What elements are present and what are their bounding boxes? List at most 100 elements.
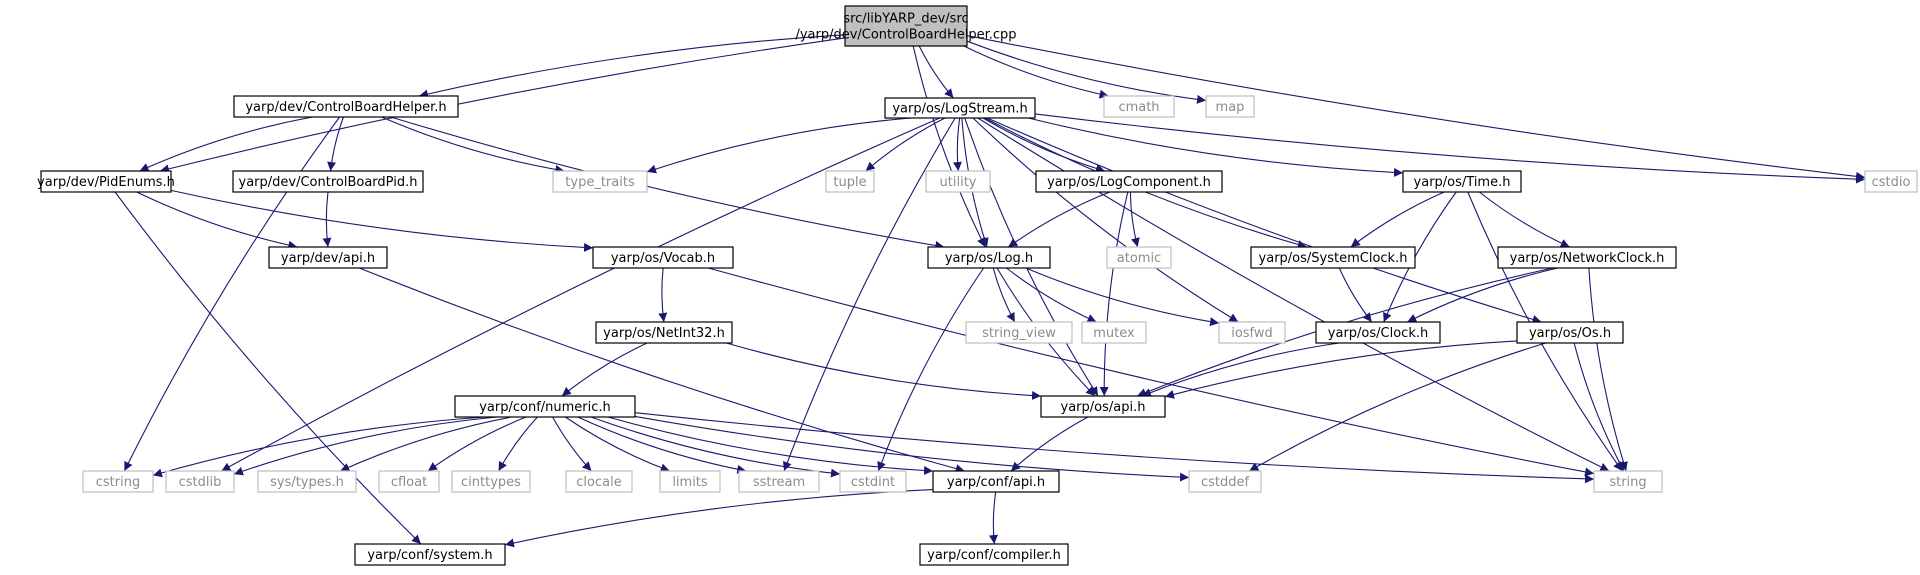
node-box: [1250, 246, 1416, 269]
node-mutex[interactable]: mutex: [1081, 321, 1147, 344]
node-utility[interactable]: utility: [925, 170, 991, 193]
node-devapi[interactable]: yarp/dev/api.h: [268, 246, 388, 269]
edge-confapi-to-confsystem: [504, 489, 934, 548]
node-label: iosfwd: [1231, 326, 1273, 341]
node-label: tuple: [833, 175, 866, 190]
edge-clock-to-osapi: [1141, 342, 1340, 397]
node-confsystem[interactable]: yarp/conf/system.h: [354, 543, 506, 566]
node-tuple[interactable]: tuple: [825, 170, 875, 193]
node-box: [1205, 95, 1255, 118]
edge-osos-to-cstddef: [1249, 342, 1546, 472]
edge-root-to-pidenums: [159, 37, 846, 174]
node-label: cstdlib: [179, 475, 222, 490]
node-iosfwd[interactable]: iosfwd: [1218, 321, 1286, 344]
node-clocale[interactable]: clocale: [565, 470, 633, 493]
node-cinttypes[interactable]: cinttypes: [451, 470, 531, 493]
node-box: [1106, 246, 1172, 269]
edge-confapi-to-confcompiler: [988, 491, 998, 545]
node-box: [257, 470, 357, 493]
edge-time-to-netclock: [1478, 191, 1570, 248]
node-confapi[interactable]: yarp/conf/api.h: [932, 470, 1060, 493]
node-root[interactable]: src/libYARP_dev/src/yarp/dev/ControlBoar…: [795, 5, 1017, 47]
node-typetraits[interactable]: type_traits: [552, 170, 648, 193]
node-box: [1315, 321, 1441, 344]
node-box: [1103, 95, 1175, 118]
edge-vocab-to-netint32: [658, 267, 668, 323]
node-cstdio[interactable]: cstdio: [1864, 170, 1918, 193]
node-cfloat[interactable]: cfloat: [378, 470, 440, 493]
node-box: [165, 470, 235, 493]
node-cbpid[interactable]: yarp/dev/ControlBoardPid.h: [232, 170, 424, 193]
node-string[interactable]: string: [1593, 470, 1663, 493]
node-cmath[interactable]: cmath: [1103, 95, 1175, 118]
node-osos[interactable]: yarp/os/Os.h: [1516, 321, 1624, 344]
node-cstddef[interactable]: cstddef: [1188, 470, 1262, 493]
node-label: type_traits: [565, 175, 635, 190]
node-cbhelper[interactable]: yarp/dev/ControlBoardHelper.h: [233, 95, 459, 118]
edge-numeric-to-cstring: [152, 416, 486, 478]
node-stringview[interactable]: string_view: [965, 321, 1073, 344]
node-logstream[interactable]: yarp/os/LogStream.h: [884, 97, 1036, 119]
node-confcompiler[interactable]: yarp/conf/compiler.h: [919, 543, 1069, 566]
node-sstream[interactable]: sstream: [738, 470, 820, 493]
edge-numeric-to-systypes: [340, 416, 512, 472]
node-label: yarp/conf/system.h: [367, 548, 492, 563]
edge-logstream-to-logcomponent: [982, 117, 1106, 173]
node-map[interactable]: map: [1205, 95, 1255, 118]
node-label: sstream: [753, 475, 805, 490]
node-numeric[interactable]: yarp/conf/numeric.h: [454, 395, 636, 418]
edge-cbhelper-to-cbpid: [327, 116, 345, 172]
node-box: [965, 321, 1073, 344]
node-box: [927, 246, 1051, 269]
node-label: yarp/conf/api.h: [947, 475, 1045, 490]
node-label: yarp/os/Log.h: [945, 251, 1033, 266]
node-osapi[interactable]: yarp/os/api.h: [1040, 395, 1166, 418]
node-label: yarp/os/LogStream.h: [892, 102, 1027, 117]
node-cstdint[interactable]: cstdint: [839, 470, 907, 493]
node-label: yarp/os/Clock.h: [1328, 326, 1428, 341]
edge-root-to-cbhelper: [418, 34, 846, 99]
edge-root-to-log: [912, 45, 986, 248]
node-box: [592, 246, 734, 269]
edge-numeric-to-cstdint: [590, 416, 841, 478]
node-limits[interactable]: limits: [659, 470, 721, 493]
edge-numeric-to-confapi: [607, 416, 934, 475]
node-sysclock[interactable]: yarp/os/SystemClock.h: [1250, 246, 1416, 269]
edge-log-to-iosfwd: [1025, 267, 1220, 327]
node-label: yarp/os/api.h: [1061, 400, 1146, 415]
node-cstring[interactable]: cstring: [82, 470, 154, 493]
node-box: [1593, 470, 1663, 493]
node-label: yarp/dev/ControlBoardHelper.h: [245, 100, 446, 115]
node-netint32[interactable]: yarp/os/NetInt32.h: [595, 321, 733, 344]
node-box: [451, 470, 531, 493]
edge-logstream-to-time: [1028, 117, 1404, 177]
node-cstdlib[interactable]: cstdlib: [165, 470, 235, 493]
node-netclock[interactable]: yarp/os/NetworkClock.h: [1497, 246, 1677, 269]
node-clock[interactable]: yarp/os/Clock.h: [1315, 321, 1441, 344]
node-atomic[interactable]: atomic: [1106, 246, 1172, 269]
node-log[interactable]: yarp/os/Log.h: [927, 246, 1051, 269]
node-time[interactable]: yarp/os/Time.h: [1402, 170, 1522, 193]
edge-time-to-sysclock: [1350, 191, 1445, 248]
edge-cbhelper-to-log: [390, 116, 945, 250]
node-box: [1040, 395, 1166, 418]
node-box: [82, 470, 154, 493]
edge-log-to-stringview: [992, 267, 1016, 323]
node-label: limits: [672, 475, 708, 490]
edge-logstream-to-osos: [986, 117, 1542, 324]
edge-numeric-to-cstddef: [634, 415, 1190, 482]
node-label: yarp/os/NetworkClock.h: [1510, 251, 1665, 266]
node-label: cstring: [96, 475, 140, 490]
node-logcomponent[interactable]: yarp/os/LogComponent.h: [1035, 170, 1223, 193]
node-pidenums[interactable]: yarp/dev/PidEnums.h: [37, 170, 175, 193]
node-label: cstdio: [1872, 175, 1911, 190]
node-label: yarp/os/LogComponent.h: [1047, 175, 1211, 190]
node-systypes[interactable]: sys/types.h: [257, 470, 357, 493]
edge-pidenums-to-devapi: [136, 191, 298, 250]
node-box: [1516, 321, 1624, 344]
node-vocab[interactable]: yarp/os/Vocab.h: [592, 246, 734, 269]
edge-netclock-to-clock: [1407, 267, 1558, 323]
node-box: [1218, 321, 1286, 344]
edge-numeric-to-clocale: [552, 416, 592, 472]
